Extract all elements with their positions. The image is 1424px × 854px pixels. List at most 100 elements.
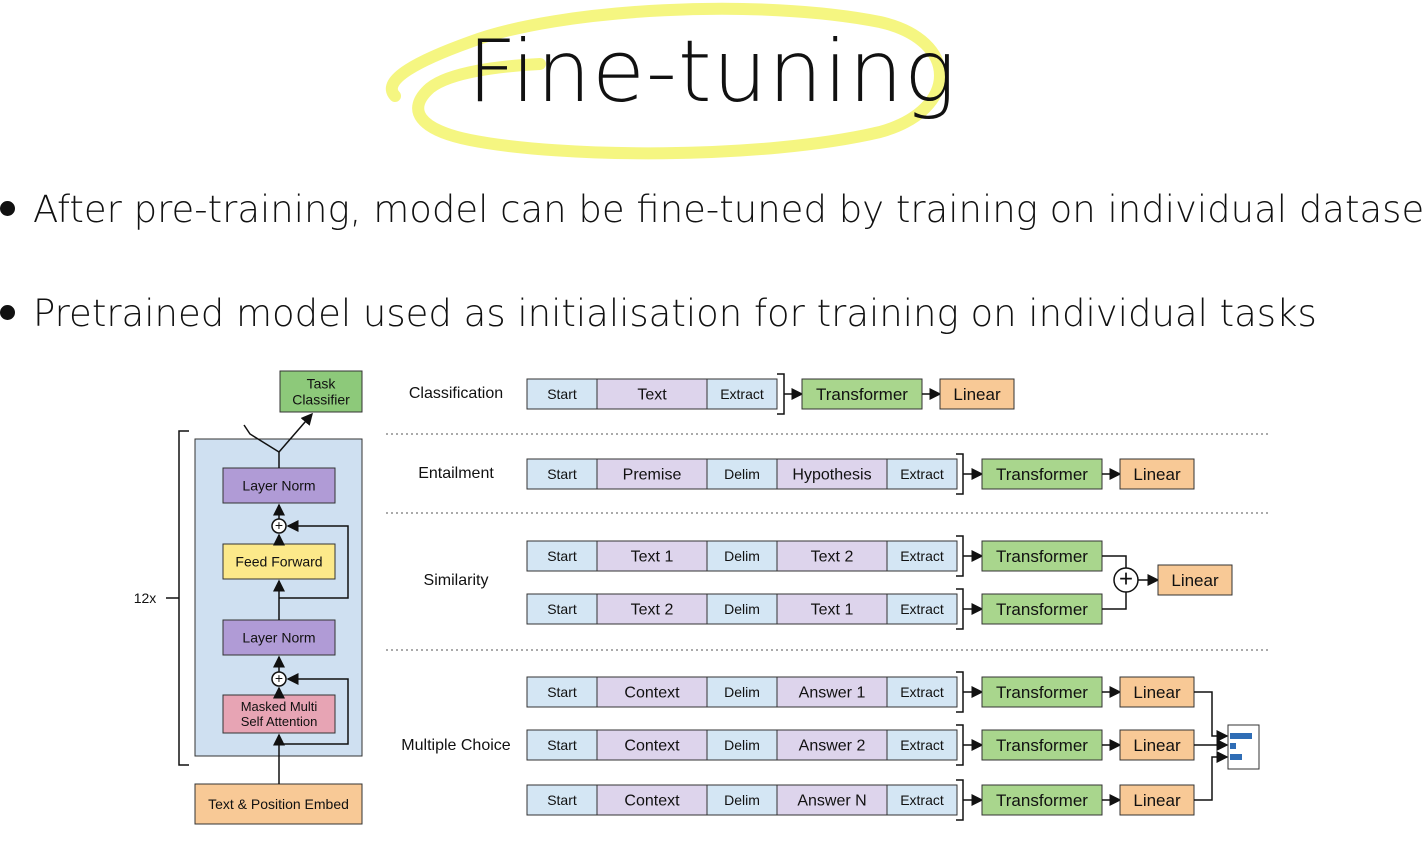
token-box-label: Start [547, 684, 577, 700]
linear-box-label: Linear [1171, 571, 1219, 590]
token-box [706, 729, 778, 761]
task-classifier-box-label: Classifier [292, 391, 350, 407]
token-box-label: Start [547, 548, 577, 564]
layer-norm-top-box [222, 467, 336, 504]
token-box-label: Delim [724, 684, 760, 700]
token-box [776, 676, 888, 708]
linear-box-label: Linear [953, 385, 1001, 404]
transformer-box-label: Transformer [996, 600, 1088, 619]
transformer-box-label: Transformer [996, 736, 1088, 755]
token-box [886, 729, 958, 761]
softmax-bar [1230, 754, 1242, 760]
token-box-label: Extract [720, 386, 764, 402]
embed-box [194, 783, 363, 825]
token-box [886, 458, 958, 490]
token-box-label: Premise [623, 467, 682, 484]
token-box [596, 593, 708, 625]
task-classifier-box-label: Task [307, 375, 337, 391]
linear-box [1157, 564, 1233, 596]
token-box-label: Start [547, 466, 577, 482]
token-box [776, 729, 888, 761]
linear-box [1119, 676, 1195, 708]
token-box [596, 540, 708, 572]
token-box-label: Delim [724, 466, 760, 482]
transformer-box-label: Transformer [996, 547, 1088, 566]
token-box [886, 784, 958, 816]
linear-box [1119, 784, 1195, 816]
connector-path [1194, 691, 1229, 742]
linear-box [1119, 458, 1195, 490]
similarity-add-icon-symbol: + [1119, 566, 1133, 593]
connector-path [1102, 555, 1127, 568]
feed-forward-box-label: Feed Forward [235, 553, 322, 569]
token-box [886, 676, 958, 708]
token-box-label: Context [624, 738, 680, 755]
token-box-label: Text [637, 387, 667, 404]
token-box-label: Extract [900, 601, 944, 617]
transformer-box-label: Transformer [996, 791, 1088, 810]
token-box [706, 378, 778, 410]
token-box-label: Delim [724, 737, 760, 753]
connector-path [279, 520, 349, 599]
token-box [596, 378, 708, 410]
transformer-box [801, 378, 923, 410]
sequence-bracket [777, 373, 785, 415]
token-box [776, 540, 888, 572]
masked-attention-box-label: Masked Multi [241, 699, 318, 714]
repeat-label: 12x [134, 590, 157, 606]
page-title: Fine-tuning [467, 22, 957, 122]
layer-norm-top-box-label: Layer Norm [242, 477, 315, 493]
token-box-label: Text 2 [631, 602, 674, 619]
linear-box-label: Linear [1133, 683, 1181, 702]
connector-line [278, 412, 313, 453]
task-classifier-box [279, 370, 363, 413]
token-box [596, 784, 708, 816]
token-box-label: Answer 2 [799, 738, 866, 755]
token-box-label: Hypothesis [792, 467, 871, 484]
connector-path [1194, 751, 1229, 801]
transformer-box-label: Transformer [996, 465, 1088, 484]
token-box-label: Extract [900, 684, 944, 700]
layer-norm-bottom-box-label: Layer Norm [242, 629, 315, 645]
token-box [706, 676, 778, 708]
transformer-box [981, 540, 1103, 572]
title-highlight-scribble [386, 2, 946, 160]
token-box [776, 784, 888, 816]
token-box [526, 784, 598, 816]
token-box [886, 540, 958, 572]
token-box-label: Delim [724, 601, 760, 617]
connector-path [279, 673, 349, 745]
bullet-item: After pre-training, model can be fine-tu… [0, 188, 1424, 231]
token-box-label: Start [547, 792, 577, 808]
token-box-label: Delim [724, 792, 760, 808]
transformer-box [981, 593, 1103, 625]
token-box [886, 593, 958, 625]
task-label: Similarity [424, 572, 489, 589]
connector-path [1102, 591, 1127, 610]
token-box [706, 540, 778, 572]
token-box [776, 458, 888, 490]
token-box [526, 540, 598, 572]
token-box [776, 593, 888, 625]
bullet-dot-icon [0, 305, 15, 320]
token-box [706, 784, 778, 816]
token-box [596, 676, 708, 708]
masked-attention-box-label: Self Attention [241, 714, 318, 729]
task-label: Multiple Choice [401, 737, 510, 754]
token-box-label: Start [547, 601, 577, 617]
task-label: Entailment [418, 465, 494, 482]
bullet-text: After pre-training, model can be fine-tu… [33, 188, 1424, 231]
token-box [596, 729, 708, 761]
repeat-bracket [178, 430, 189, 766]
bullet-dot-icon [0, 201, 15, 216]
token-box-label: Extract [900, 466, 944, 482]
linear-box-label: Linear [1133, 465, 1181, 484]
token-box-label: Text 1 [811, 602, 854, 619]
transformer-box-label: Transformer [816, 385, 908, 404]
token-box-label: Answer N [797, 793, 866, 810]
token-box [706, 458, 778, 490]
softmax-bar [1230, 733, 1252, 739]
residual-add-bottom-icon-symbol: + [275, 670, 283, 686]
task-label: Classification [409, 385, 503, 402]
